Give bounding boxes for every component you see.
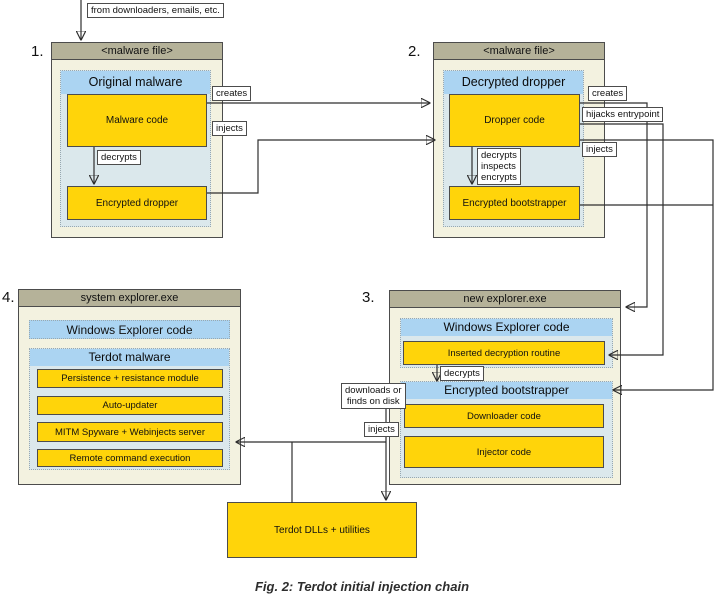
edge-label-downloads-or-finds: downloads or finds on disk bbox=[341, 383, 406, 409]
box4-module-auto-updater: Auto-updater bbox=[37, 396, 223, 415]
box4-module-remote-command: Remote command execution bbox=[37, 449, 223, 467]
figure-caption: Fig. 2: Terdot initial injection chain bbox=[254, 579, 470, 594]
box3-module-inserted-decryption-routine: Inserted decryption routine bbox=[403, 341, 605, 365]
box1-number: 1. bbox=[31, 43, 44, 60]
box2-module-dropper-code: Dropper code bbox=[449, 94, 580, 147]
dropper-action-encrypts: encrypts bbox=[481, 172, 517, 183]
box4-number: 4. bbox=[2, 289, 15, 306]
edge-label-injects-2-3: injects bbox=[582, 142, 617, 157]
box3-number: 3. bbox=[362, 289, 375, 306]
edge-label-decrypts-box3: decrypts bbox=[440, 366, 484, 381]
terdot-dlls-box: Terdot DLLs + utilities bbox=[227, 502, 417, 558]
box4-section-title: Terdot malware bbox=[30, 349, 229, 366]
box3-section1-title: Windows Explorer code bbox=[401, 319, 612, 336]
edge-label-entry: from downloaders, emails, etc. bbox=[87, 3, 224, 18]
edge-label-injects-3-4: injects bbox=[364, 422, 399, 437]
box3-title: new explorer.exe bbox=[390, 291, 620, 308]
edge-label-injects-1-2: injects bbox=[212, 121, 247, 136]
box2-number: 2. bbox=[408, 43, 421, 60]
box3-module-injector-code: Injector code bbox=[404, 436, 604, 468]
edge-label-creates-2-3: creates bbox=[588, 86, 628, 101]
box1-module-encrypted-dropper: Encrypted dropper bbox=[67, 186, 207, 220]
box2-inner-title: Decrypted dropper bbox=[444, 71, 583, 94]
box4-title: system explorer.exe bbox=[19, 290, 240, 307]
arrow-injects-1-2 bbox=[207, 140, 434, 194]
edge-label-dropper-actions: decrypts inspects encrypts bbox=[477, 148, 521, 185]
edge-label-hijacks-entrypoint: hijacks entrypoint bbox=[582, 107, 664, 122]
edge-label-decrypts-box1: decrypts bbox=[97, 150, 141, 165]
box1-module-malware-code: Malware code bbox=[67, 94, 207, 147]
box4-windows-explorer-code: Windows Explorer code bbox=[29, 320, 230, 339]
dropper-action-decrypts: decrypts bbox=[481, 150, 517, 161]
box3-section2-title: Encrypted bootstrapper bbox=[401, 382, 612, 399]
downloads-line-1: downloads or bbox=[345, 385, 402, 396]
edge-label-creates-1-2: creates bbox=[212, 86, 252, 101]
box3-module-downloader-code: Downloader code bbox=[404, 404, 604, 428]
box4-module-persistence: Persistence + resistance module bbox=[37, 369, 223, 388]
box1-title: <malware file> bbox=[52, 43, 222, 60]
box4-module-mitm-spyware: MITM Spyware + Webinjects server bbox=[37, 422, 223, 442]
downloads-line-2: finds on disk bbox=[346, 396, 400, 407]
dropper-action-inspects: inspects bbox=[481, 161, 516, 172]
box2-module-encrypted-bootstrapper: Encrypted bootstrapper bbox=[449, 186, 580, 220]
box1-inner-title: Original malware bbox=[61, 71, 210, 94]
box2-title: <malware file> bbox=[434, 43, 604, 60]
